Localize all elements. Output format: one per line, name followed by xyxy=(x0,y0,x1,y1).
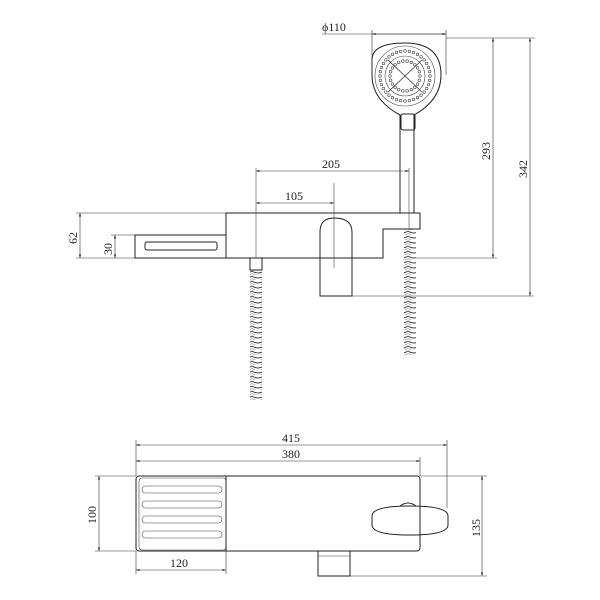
nozzle xyxy=(390,82,394,86)
nozzle xyxy=(387,93,391,97)
front-view: ϕ110 205 105 62 30 293 342 xyxy=(66,20,535,400)
nozzle xyxy=(415,52,420,56)
nozzle xyxy=(425,86,429,91)
nozzle xyxy=(378,78,382,82)
nozzle xyxy=(428,70,432,74)
nozzle xyxy=(389,78,393,82)
hose-connector xyxy=(249,257,263,271)
nozzle xyxy=(397,88,401,92)
nozzle xyxy=(390,96,395,100)
left-hose xyxy=(250,270,262,400)
spout-top xyxy=(317,551,351,577)
dim-342: 342 xyxy=(516,160,530,178)
dim-205: 205 xyxy=(322,157,340,171)
soap-dish xyxy=(138,477,227,551)
nozzle xyxy=(393,63,397,67)
nozzle xyxy=(401,59,405,63)
nozzle xyxy=(416,66,420,70)
nozzle xyxy=(379,82,384,87)
nozzle xyxy=(407,49,411,53)
nozzle xyxy=(393,85,397,89)
nozzle xyxy=(413,63,417,67)
hand-shower xyxy=(371,42,442,214)
nozzle xyxy=(426,65,431,70)
nozzle xyxy=(416,82,420,86)
nozzle xyxy=(394,50,399,55)
top-view: 415 380 100 120 135 xyxy=(85,431,487,577)
nozzle xyxy=(394,97,399,102)
nozzle xyxy=(378,70,382,74)
dim-135: 135 xyxy=(469,519,483,537)
nozzle xyxy=(381,86,385,91)
nozzle xyxy=(409,60,413,64)
nozzle xyxy=(387,55,391,59)
nozzle xyxy=(411,97,416,102)
dim-100: 100 xyxy=(85,506,99,524)
dim-120: 120 xyxy=(170,556,188,570)
nozzle xyxy=(397,60,401,64)
nozzle xyxy=(381,61,385,66)
dim-62: 62 xyxy=(66,232,80,244)
nozzle xyxy=(379,65,384,70)
nozzle xyxy=(384,58,388,62)
dim-415: 415 xyxy=(282,431,300,445)
mixer-body xyxy=(134,212,421,259)
nozzle xyxy=(415,96,420,100)
nozzle xyxy=(399,99,403,103)
nozzle xyxy=(422,58,426,62)
nozzle xyxy=(428,74,432,78)
dim-293: 293 xyxy=(479,142,493,160)
shower-head-top xyxy=(371,502,449,536)
dim-head-diameter: ϕ110 xyxy=(322,20,346,34)
nozzle xyxy=(409,88,413,92)
nozzle xyxy=(413,85,417,89)
nozzle xyxy=(405,89,409,93)
nozzle xyxy=(422,90,426,94)
nozzle xyxy=(419,93,423,97)
nozzle xyxy=(384,90,388,94)
nozzle xyxy=(418,74,422,78)
nozzle xyxy=(405,59,409,63)
lever xyxy=(319,217,353,297)
nozzle xyxy=(411,50,416,55)
nozzle xyxy=(390,52,395,56)
nozzle xyxy=(407,99,411,103)
nozzle xyxy=(389,70,393,74)
nozzle xyxy=(417,78,421,82)
nozzle xyxy=(417,70,421,74)
nozzle xyxy=(425,61,429,66)
nozzle xyxy=(419,55,423,59)
nozzle xyxy=(399,49,403,53)
dim-105: 105 xyxy=(285,189,303,203)
nozzle xyxy=(426,82,431,87)
nozzle xyxy=(403,49,407,53)
nozzle xyxy=(403,99,407,103)
nozzle xyxy=(428,78,432,82)
dim-30: 30 xyxy=(101,243,115,255)
nozzle xyxy=(390,66,394,70)
nozzle xyxy=(401,89,405,93)
dim-380: 380 xyxy=(282,447,300,461)
nozzle xyxy=(378,74,382,78)
right-hose xyxy=(404,229,416,355)
nozzle xyxy=(388,74,392,78)
